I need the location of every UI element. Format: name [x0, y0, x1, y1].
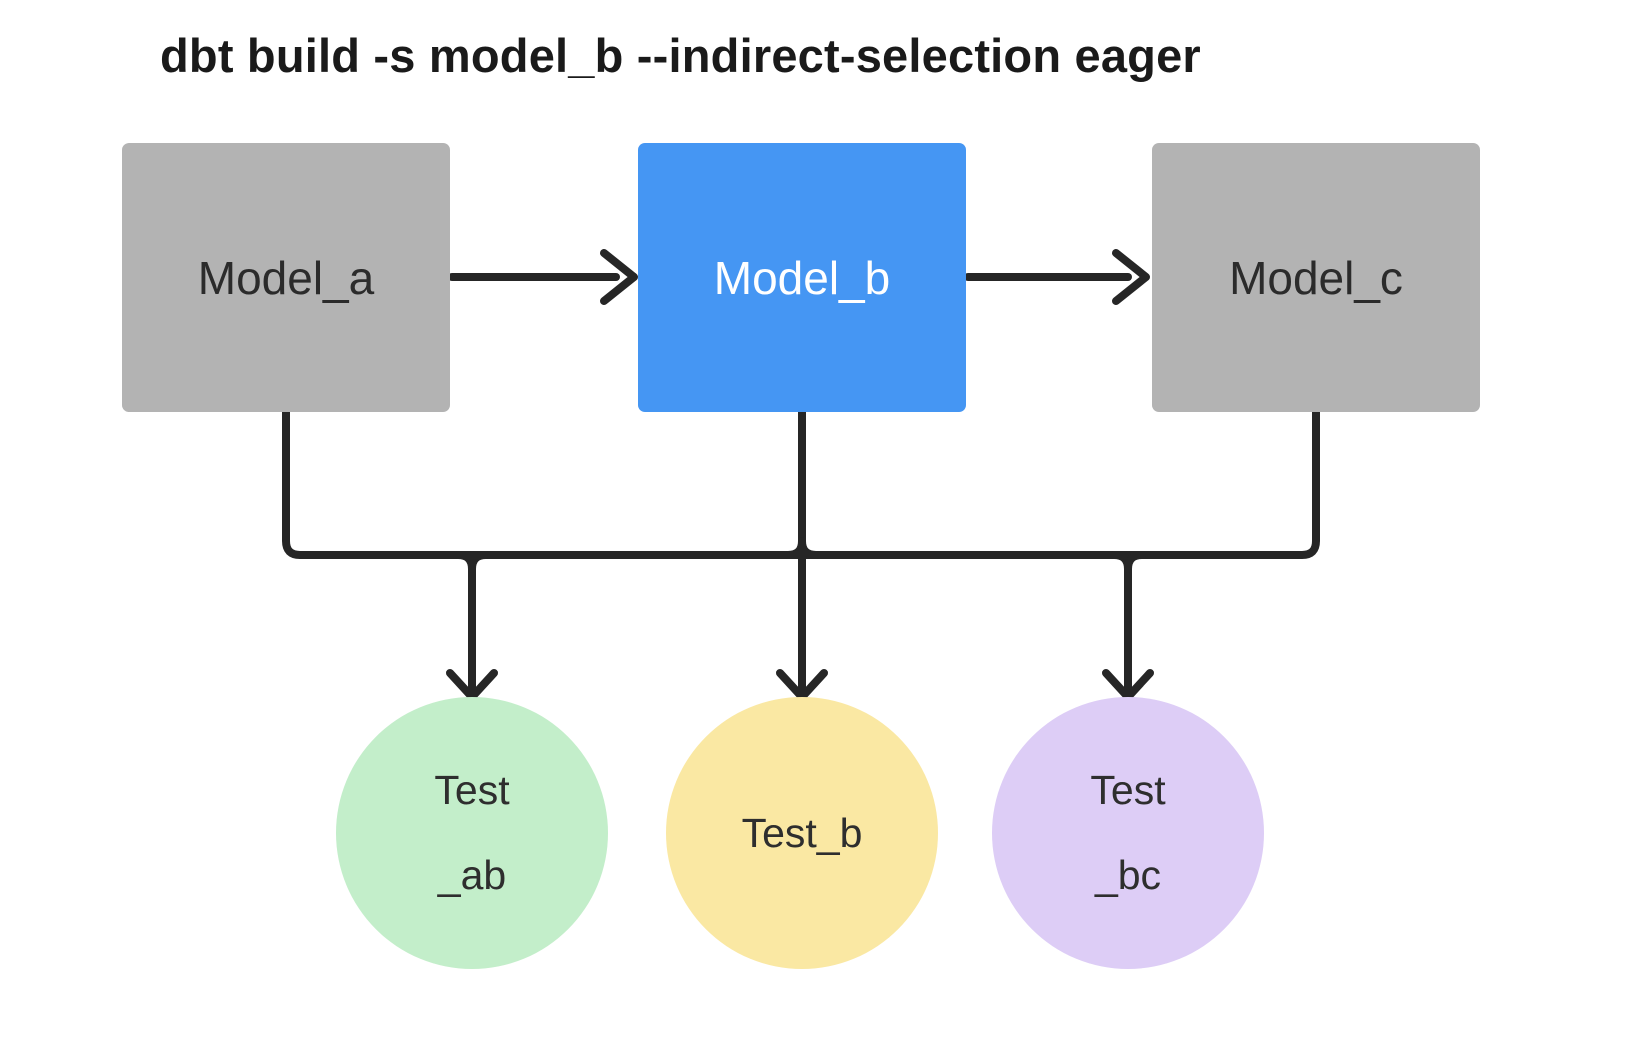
diagram-title: dbt build -s model_b --indirect-selectio… [160, 29, 1201, 82]
node-test-ab-label-line1: Test [434, 767, 510, 813]
node-model-b: Model_b [638, 143, 966, 412]
arrowhead-right-model-c-icon [1112, 249, 1150, 305]
fillet-model-b-left [784, 537, 806, 559]
node-test-bc-label-line1: Test [1090, 767, 1166, 813]
fillet-test-bc-right [1124, 551, 1146, 573]
node-test-b-label-line1: Test_b [741, 809, 863, 856]
arrowhead-down-test-ab-icon [446, 669, 498, 701]
fillet-test-ab-left [454, 551, 476, 573]
node-test-bc: Test _bc [992, 697, 1264, 969]
arrowhead-down-test-b-icon [776, 669, 828, 701]
node-model-a: Model_a [122, 143, 450, 412]
fillet-test-bc-left [1110, 551, 1132, 573]
node-model-a-label: Model_a [197, 251, 375, 304]
node-model-b-label: Model_b [713, 251, 891, 304]
node-test-ab-label-line2: _ab [437, 852, 507, 898]
fillet-model-b-right [798, 537, 820, 559]
node-model-c: Model_c [1152, 143, 1480, 412]
node-test-ab: Test _ab [336, 697, 608, 969]
edge-rail [282, 408, 1320, 559]
fillet-test-ab-right [468, 551, 490, 573]
node-test-b: Test_b [666, 697, 938, 969]
arrowhead-right-model-b-icon [600, 249, 638, 305]
node-model-c-label: Model_c [1229, 251, 1403, 304]
node-test-bc-label-line2: _bc [1094, 852, 1162, 898]
arrowhead-down-test-bc-icon [1102, 669, 1154, 701]
